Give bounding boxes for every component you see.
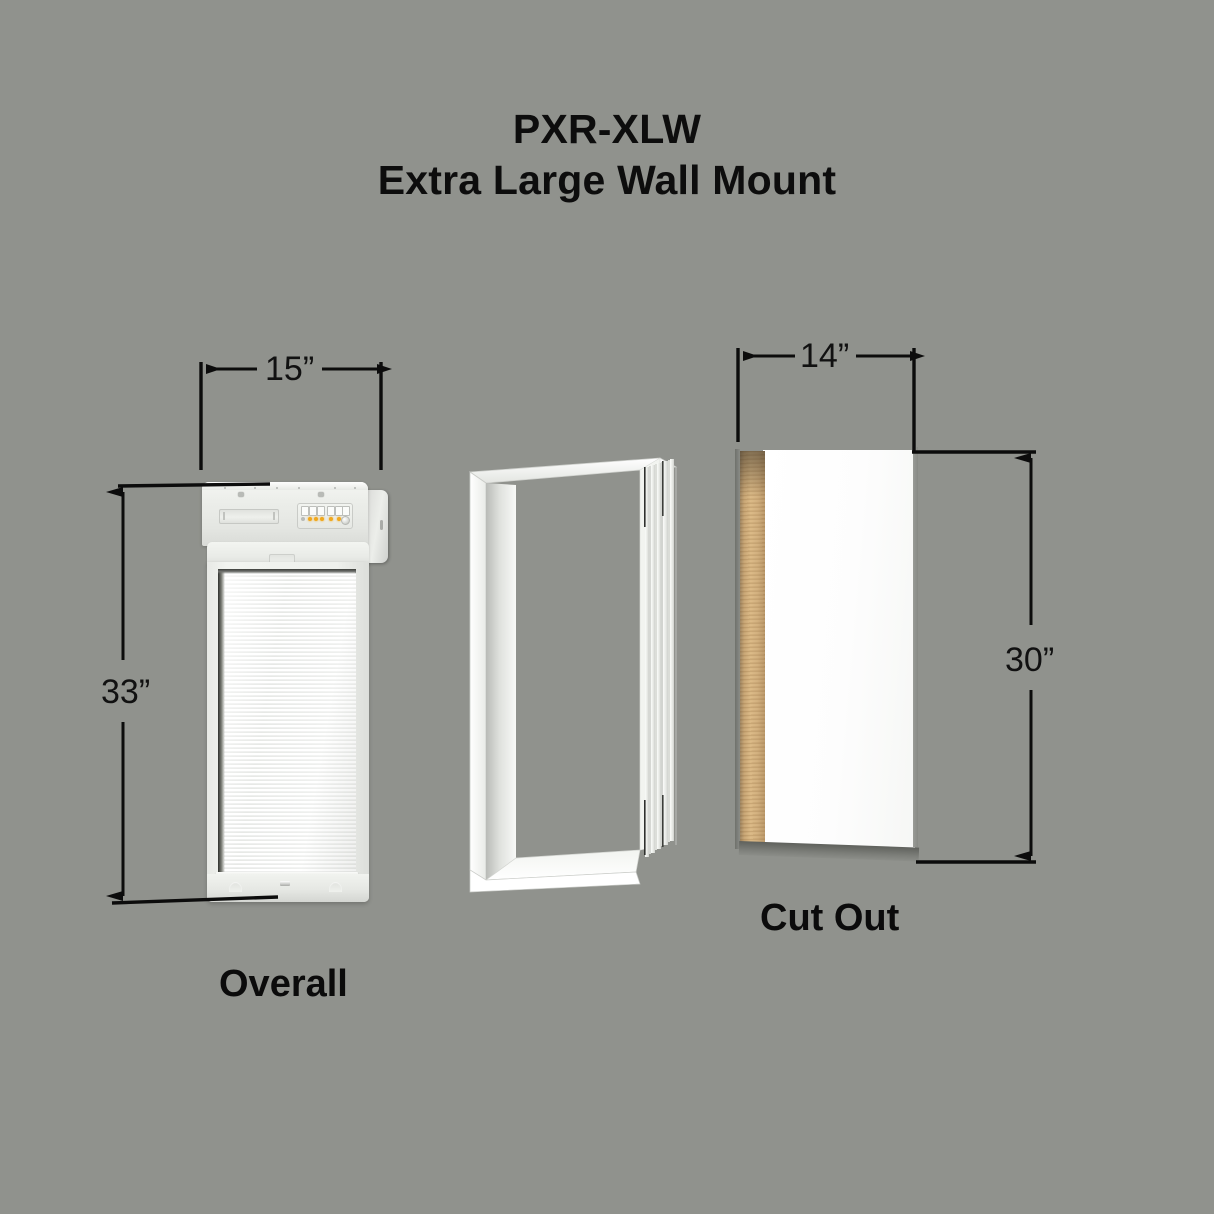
door-head-top-edge [202,482,368,490]
door-body-frame [207,562,369,902]
door-flap-gloss [224,573,356,874]
cutout-wood-stud-edge [739,451,765,845]
control-button[interactable] [342,506,350,516]
cutout-left-wall-edge [735,449,740,849]
status-led [337,517,341,521]
control-knob[interactable] [341,516,350,525]
head-vent-dot [354,487,356,489]
door-flap-window [218,569,356,874]
product-name-title: Extra Large Wall Mount [377,157,837,203]
head-vent-dot [224,487,226,489]
control-button[interactable] [309,506,317,516]
dimension-label-cutout-width: 14” [800,337,850,375]
tunnel-left-outer [469,471,487,881]
door-head-housing [202,482,368,546]
head-screw-right [318,492,324,497]
head-vent-dot [276,487,278,489]
head-vent-dot [298,487,300,489]
dimension-label-overall-height: 33” [101,673,151,711]
status-led [301,517,305,521]
tunnel-right-inner [639,457,661,851]
door-handle-slot[interactable] [219,509,279,524]
tunnel-left-inner [486,483,516,880]
control-button[interactable] [317,506,325,516]
cutout-opening [763,450,915,848]
door-flap-left-shadow [218,569,225,874]
control-group-left [301,506,325,526]
dimension-label-overall-width: 15” [265,350,315,388]
tunnel-top-face [468,457,678,484]
cutout-wood-shadow [739,451,765,497]
tunnel-bottom-lip [469,869,641,893]
head-screw-left [238,492,244,497]
status-led [308,517,312,521]
status-led [320,517,324,521]
tunnel-bottom-inner [484,849,641,881]
control-group-right [327,506,350,526]
sill-tab-left [229,882,242,892]
sill-center-screw [280,881,290,886]
status-led [314,517,318,521]
control-panel[interactable] [297,503,353,529]
status-led [329,517,333,521]
cutout-right-wall-edge [913,447,918,847]
sill-tab-right [329,882,342,892]
tunnel-frame-group [468,457,678,893]
overall-product-illustration [200,482,388,902]
control-button[interactable] [301,506,309,516]
dimension-label-cutout-height: 30” [1005,641,1055,679]
head-vent-dot [254,487,256,489]
product-model-title: PXR-XLW [512,106,702,152]
door-flap-top-shadow [218,569,356,574]
head-vent-dot [334,487,336,489]
door-bottom-sill [207,874,369,902]
page-title: PXR-XLW Extra Large Wall Mount [0,104,1214,206]
control-button[interactable] [327,506,335,516]
cutout-illustration [735,447,925,867]
tunnel-telescoping-slats [644,459,674,857]
caption-cut-out: Cut Out [760,897,900,939]
caption-overall: Overall [219,963,348,1005]
